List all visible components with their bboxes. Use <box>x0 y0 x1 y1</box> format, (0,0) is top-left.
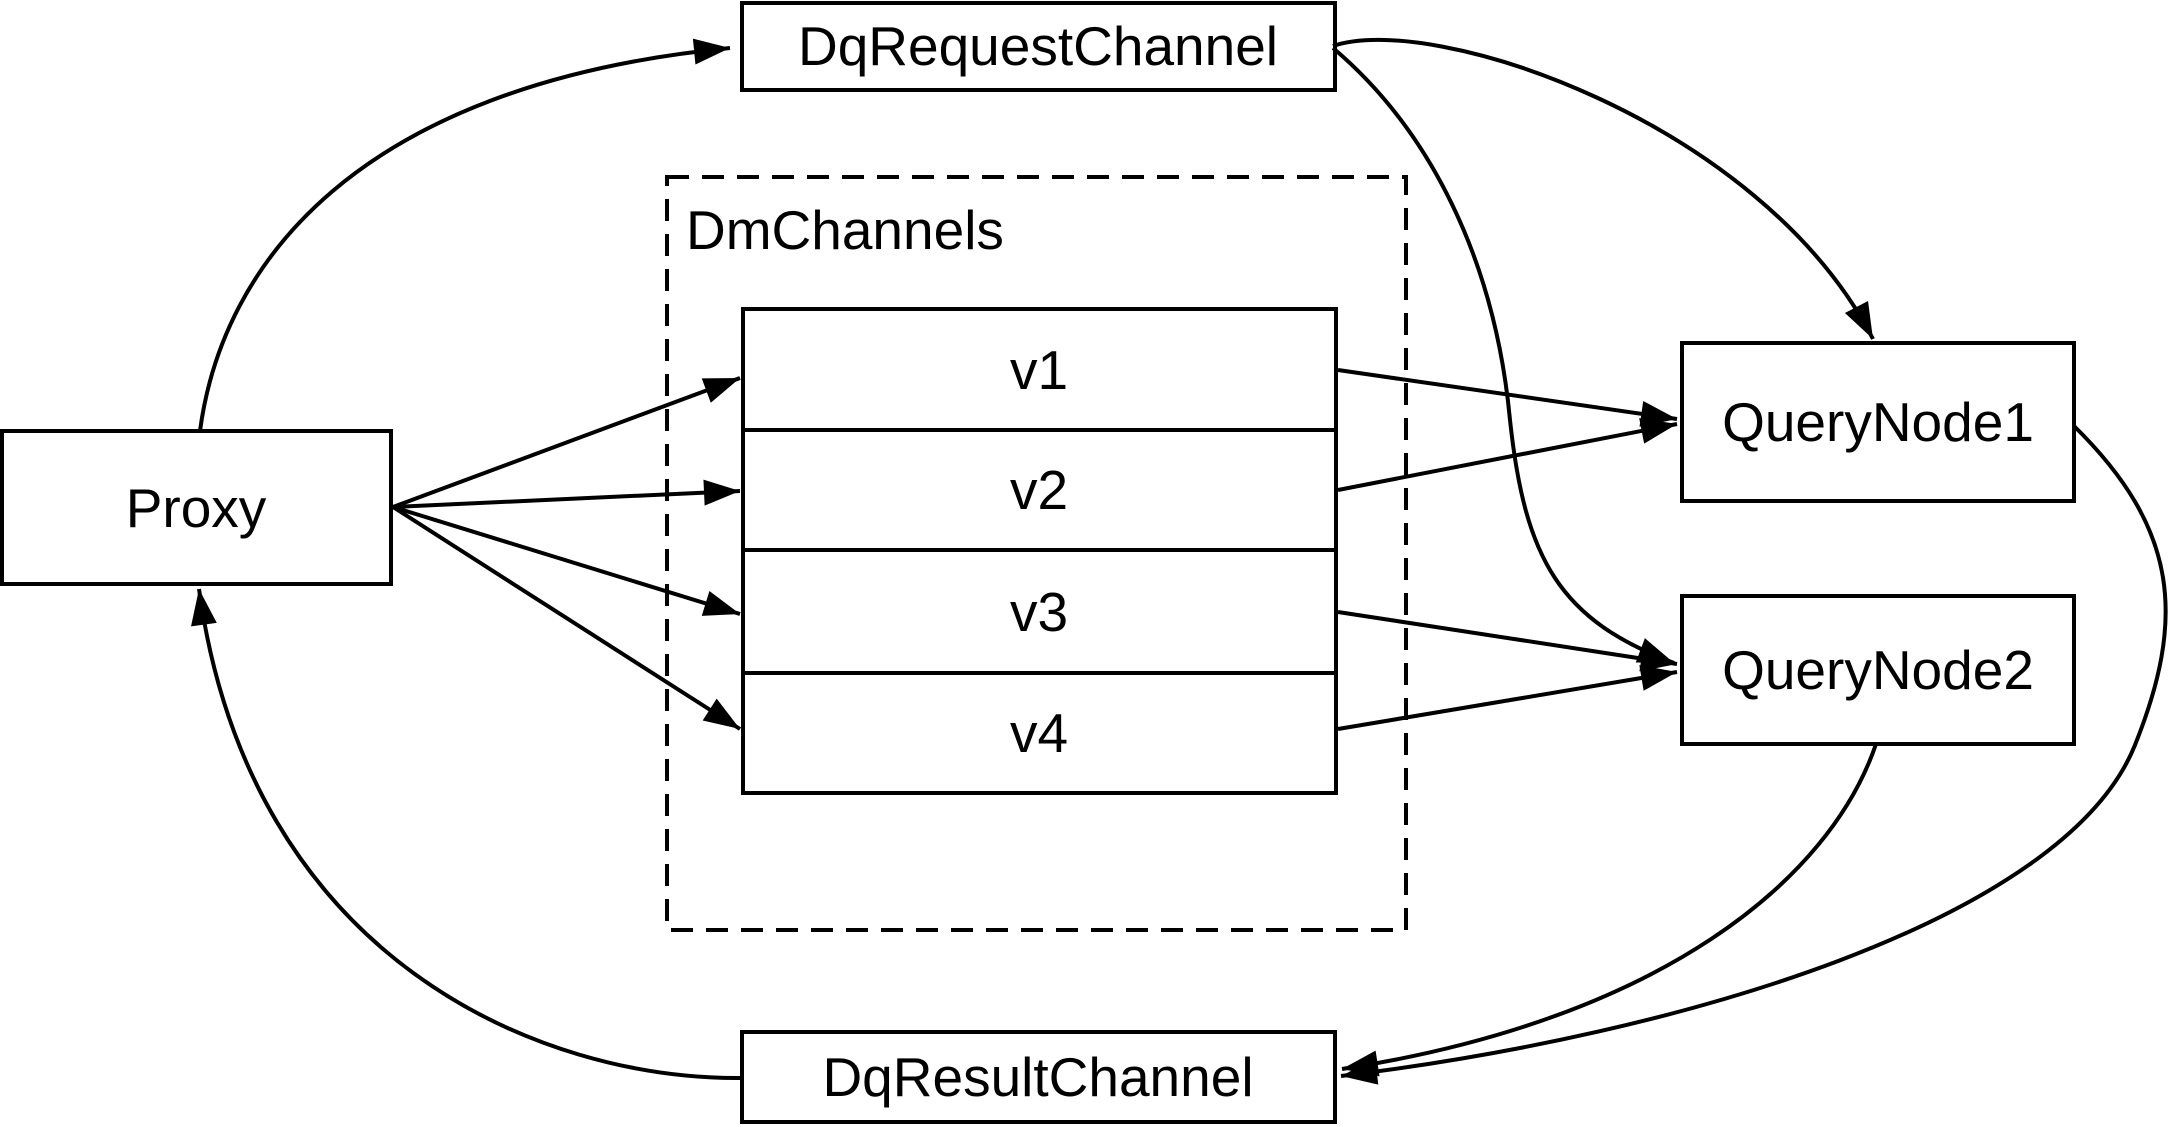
channel-v2-label: v2 <box>1010 459 1068 521</box>
dq-request-channel-label: DqRequestChannel <box>798 15 1278 77</box>
query-node-1-node <box>1680 341 2076 503</box>
query-node-2-label: QueryNode2 <box>1722 639 2034 701</box>
dq-result-channel-label: DqResultChannel <box>822 1046 1253 1108</box>
edge-dq-result-channel-to-proxy <box>191 588 743 1081</box>
dq-result-channel-node <box>740 1030 1337 1124</box>
dm-channels-container <box>665 175 1408 932</box>
edge-dq-request-channel-to-query-node-2 <box>1331 46 1675 665</box>
edge-v4-to-query-node-2 <box>1337 665 1678 731</box>
edge-proxy-to-v3 <box>392 505 741 616</box>
query-node-2-node <box>1680 594 2076 746</box>
edge-query-node-1-to-dq-result-channel <box>1340 424 2168 1085</box>
edge-proxy-to-v1 <box>392 376 741 509</box>
edge-dq-request-channel-to-query-node-1 <box>1332 37 1875 340</box>
channel-v4-label: v4 <box>1010 702 1068 764</box>
edge-v3-to-query-node-2 <box>1337 610 1678 672</box>
channel-v3-label: v3 <box>1010 581 1068 643</box>
edge-proxy-to-v2 <box>392 479 741 509</box>
edge-query-node-2-to-dq-result-channel <box>1341 743 1878 1077</box>
channel-v1-label: v1 <box>1010 339 1068 401</box>
dq-request-channel-node <box>740 1 1337 92</box>
proxy-node <box>0 429 393 586</box>
edge-proxy-to-dq-request-channel <box>198 38 731 432</box>
query-node-1-label: QueryNode1 <box>1722 391 2034 453</box>
dm-channels-label: DmChannels <box>686 199 1004 261</box>
edge-proxy-to-v4 <box>391 505 742 731</box>
proxy-label: Proxy <box>126 477 267 539</box>
edge-v2-to-query-node-1 <box>1337 418 1678 492</box>
